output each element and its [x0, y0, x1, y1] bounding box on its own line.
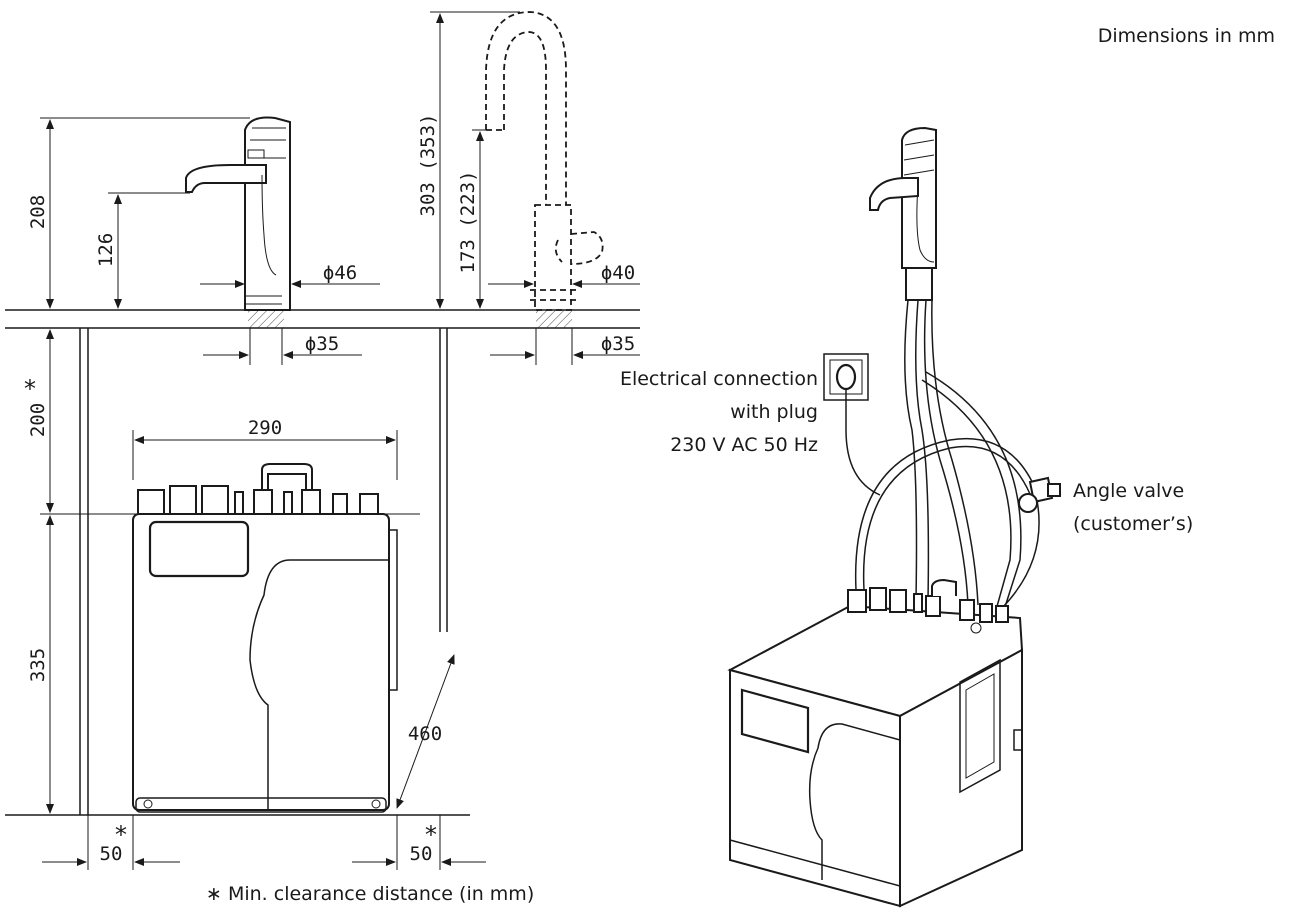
dim-tap-height: 208	[27, 195, 49, 229]
dim-lines-left	[40, 117, 486, 870]
tap-alt-view	[485, 11, 604, 311]
electrical-label-line3: 230 V AC 50 Hz	[670, 434, 818, 456]
dim-tap-diameter: ϕ46	[323, 262, 357, 284]
dim-alt-tap-height: 303 (353)	[417, 114, 439, 217]
dim-unit-depth: 460	[408, 723, 442, 745]
clearance-footnote: ∗ Min. clearance distance (in mm)	[206, 883, 534, 905]
clearance-marker-left: ∗	[114, 816, 128, 844]
units-note: Dimensions in mm	[1098, 25, 1275, 47]
cabinet-walls	[5, 328, 470, 816]
angle-valve-label-line1: Angle valve	[1073, 480, 1184, 502]
dim-clearance-left: 50	[100, 843, 123, 865]
clearance-marker-right: ∗	[424, 816, 438, 844]
dim-clearance-right: 50	[410, 843, 433, 865]
dim-spout-height: 126	[95, 233, 117, 267]
clearance-marker-top: ∗	[23, 370, 37, 398]
isometric-view	[727, 126, 1061, 908]
dim-unit-height: 335	[27, 648, 49, 682]
electrical-label-line2: with plug	[730, 401, 818, 423]
dim-tap-hole-right: ϕ35	[601, 333, 635, 355]
dim-tap-hole-left: ϕ35	[305, 333, 339, 355]
electrical-label-line1: Electrical connection	[620, 368, 818, 390]
dim-clearance-top: 200	[27, 403, 49, 437]
boiler-unit-front	[132, 463, 398, 813]
tap-front-view	[185, 116, 291, 311]
dim-unit-width: 290	[248, 417, 282, 439]
dim-alt-spout-height: 173 (223)	[457, 171, 479, 274]
dim-alt-tap-diameter: ϕ40	[601, 262, 635, 284]
countertop	[5, 309, 640, 329]
angle-valve-label-line2: (customer’s)	[1073, 513, 1193, 535]
dim-lines-right	[430, 11, 640, 365]
angle-valve	[1018, 476, 1061, 513]
